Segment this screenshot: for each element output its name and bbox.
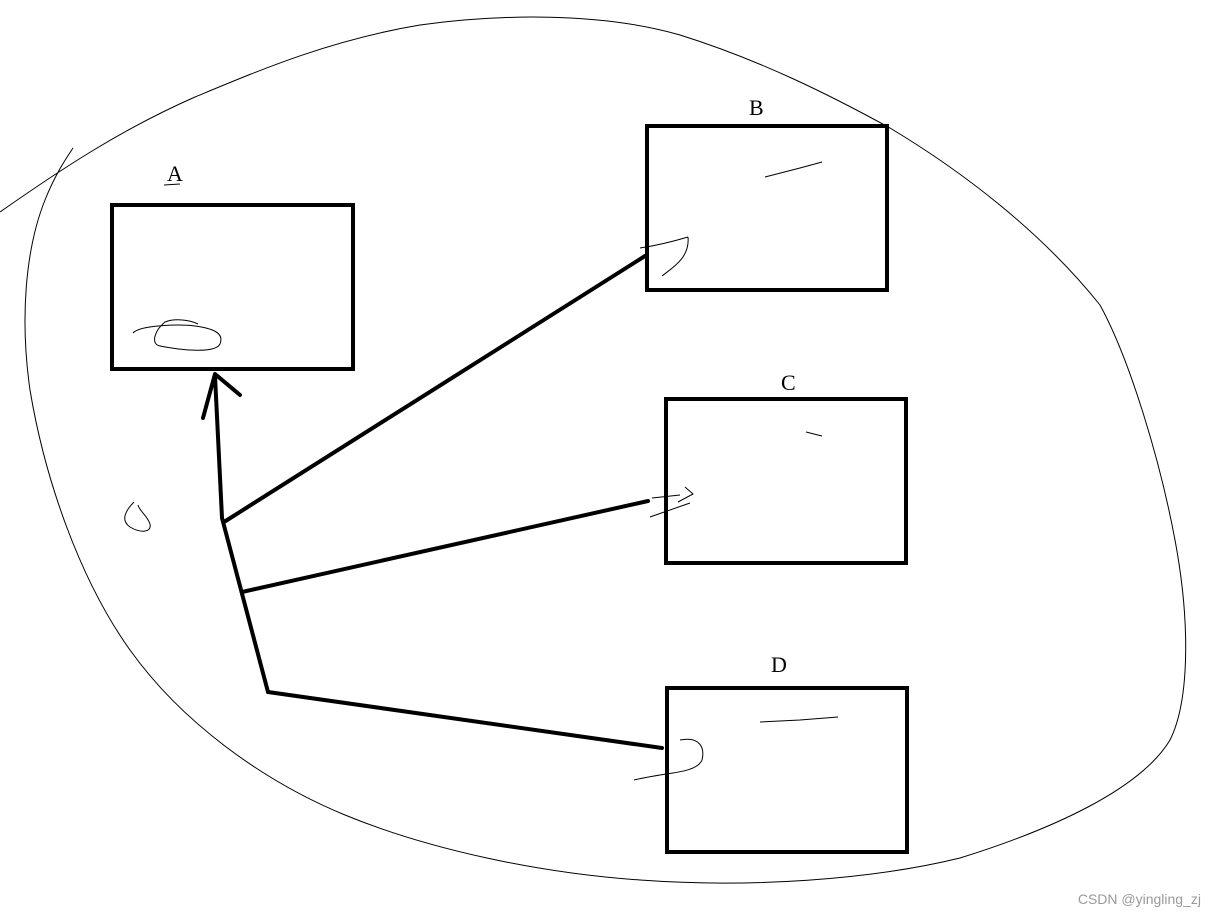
box-c — [664, 397, 908, 565]
box-c-label: C — [781, 370, 796, 395]
hub-trunk — [220, 516, 270, 694]
box-b — [645, 124, 889, 292]
edge-hub-to-a — [213, 374, 224, 520]
scribble-b-dash — [764, 161, 823, 178]
box-a-label: A — [167, 161, 183, 186]
edge-hub-to-c — [240, 499, 650, 594]
watermark-text: CSDN @yingling_zj — [1077, 891, 1201, 907]
scribble-d-hook — [633, 738, 704, 781]
box-a — [110, 203, 355, 371]
scribble-c-arrow — [649, 486, 694, 518]
box-d-label: D — [771, 652, 787, 677]
scribble-a-inner — [132, 319, 222, 351]
edge-hub-to-d — [266, 690, 664, 750]
scribble-d-dash — [759, 716, 839, 723]
enclosing-oval — [0, 16, 1187, 884]
scribble-a-underline — [163, 183, 181, 186]
box-d — [665, 686, 909, 854]
scribble-c-dash — [805, 431, 823, 437]
arrowhead-a — [201, 372, 242, 420]
scribble-left-loop — [124, 501, 151, 532]
box-b-label: B — [749, 95, 764, 120]
edge-hub-to-b — [222, 254, 647, 524]
scribble-b-arrow — [639, 236, 689, 277]
